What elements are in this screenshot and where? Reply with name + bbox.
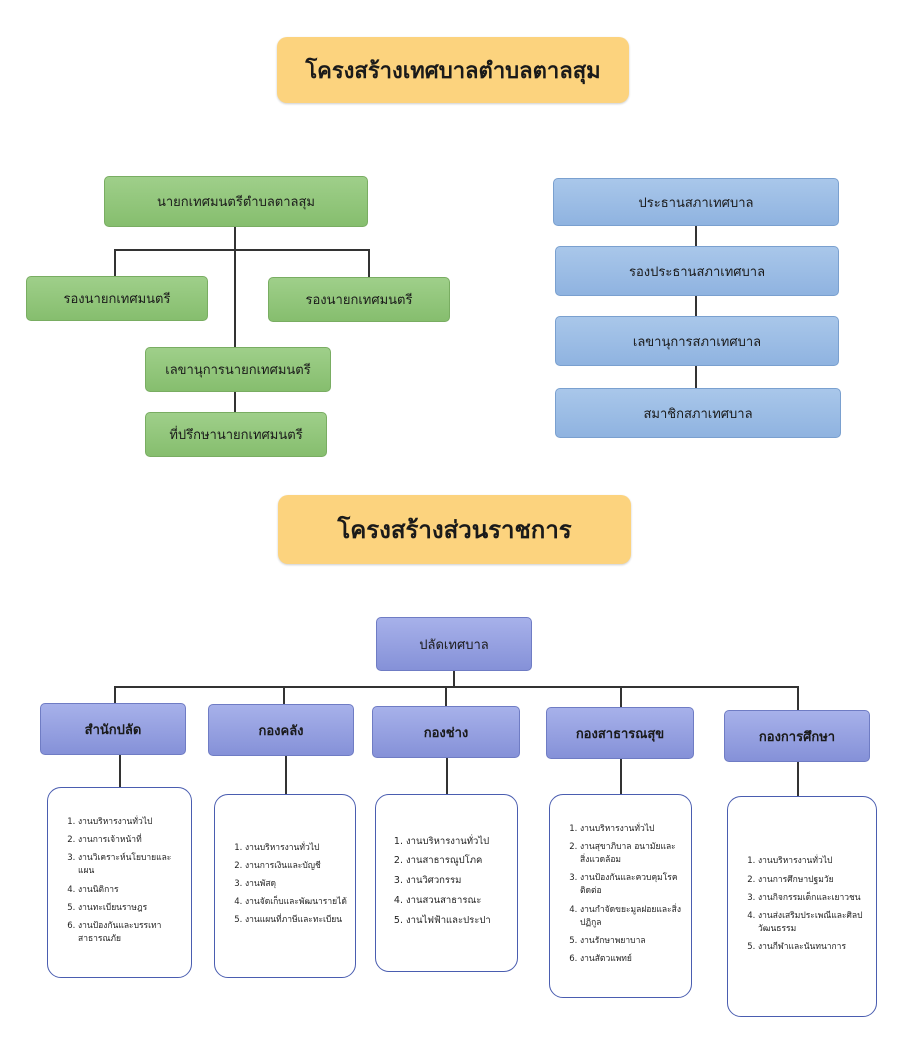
task-item: งานสุขาภิบาล อนามัยและสิ่งแวดล้อม (580, 841, 683, 867)
task-item: งานไฟฟ้าและประปา (406, 914, 491, 929)
task-item: งานรักษาพยาบาล (580, 935, 683, 948)
deputy-mayor-right-box: รองนายกเทศมนตรี (268, 277, 450, 322)
connector-deputy-right (368, 249, 370, 277)
connector-secretary-members (695, 366, 697, 388)
task-item: งานป้องกันและบรรเทาสาธารณภัย (78, 920, 183, 946)
connector-secretary-advisor (234, 392, 236, 412)
task-item: งานบริหารงานทั่วไป (406, 835, 491, 850)
task-item: งานสาธารณูปโภค (406, 854, 491, 869)
task-item: งานกีฬาและนันทนาการ (758, 941, 868, 954)
connector-deputy-left (114, 249, 116, 276)
task-item: งานการเงินและบัญชี (245, 860, 347, 873)
council-members-box: สมาชิกสภาเทศบาล (555, 388, 841, 438)
task-item: งานสวนสาธารณะ (406, 894, 491, 909)
deputy-mayor-left-box: รองนายกเทศมนตรี (26, 276, 208, 321)
task-list-public-health: งานบริหารงานทั่วไปงานสุขาภิบาล อนามัยและ… (549, 794, 692, 998)
task-item: งานบริหารงานทั่วไป (78, 816, 183, 829)
task-item: งานการเจ้าหน้าที่ (78, 834, 183, 847)
connector-mayor-trunk (234, 227, 236, 347)
connector-division-2 (283, 686, 285, 704)
mayor-secretary-box: เลขานุการนายกเทศมนตรี (145, 347, 331, 392)
task-list-finance: งานบริหารงานทั่วไปงานการเงินและบัญชีงานพ… (214, 794, 356, 978)
connector-division-3-list (446, 758, 448, 794)
division-box-engineering: กองช่าง (372, 706, 520, 758)
connector-divisions-bar (114, 686, 799, 688)
task-item: งานกิจกรรมเด็กและเยาวชน (758, 892, 868, 905)
task-item: งานจัดเก็บและพัฒนารายได้ (245, 896, 347, 909)
task-item: งานทะเบียนราษฎร (78, 902, 183, 915)
connector-vice-secretary (695, 296, 697, 316)
division-box-education: กองการศึกษา (724, 710, 870, 762)
connector-division-2-list (285, 756, 287, 794)
task-item: งานนิติการ (78, 884, 183, 897)
connector-division-4-list (620, 759, 622, 794)
division-box-finance: กองคลัง (208, 704, 354, 756)
mayor-advisor-box: ที่ปรึกษานายกเทศมนตรี (145, 412, 327, 457)
municipal-clerk-box: ปลัดเทศบาล (376, 617, 532, 671)
task-item: งานวิศวกรรม (406, 874, 491, 889)
government-structure-title: โครงสร้างส่วนราชการ (278, 495, 631, 564)
task-list-education: งานบริหารงานทั่วไปงานการศึกษาปฐมวัยงานกิ… (727, 796, 877, 1017)
task-list-office-of-clerk: งานบริหารงานทั่วไปงานการเจ้าหน้าที่งานวิ… (47, 787, 192, 978)
mayor-box: นายกเทศมนตรีตำบลตาลสุม (104, 176, 368, 227)
connector-division-1-list (119, 755, 121, 787)
connector-clerk-trunk (453, 671, 455, 687)
division-box-office-of-clerk: สำนักปลัด (40, 703, 186, 755)
task-item: งานวิเคราะห์นโยบายและแผน (78, 852, 183, 878)
municipal-structure-title: โครงสร้างเทศบาลตำบลตาลสุม (277, 37, 629, 103)
connector-chair-vice (695, 226, 697, 246)
task-item: งานบริหารงานทั่วไป (758, 855, 868, 868)
connector-division-4 (620, 686, 622, 707)
council-chairman-box: ประธานสภาเทศบาล (553, 178, 839, 226)
council-vice-chairman-box: รองประธานสภาเทศบาล (555, 246, 839, 296)
council-secretary-box: เลขานุการสภาเทศบาล (555, 316, 839, 366)
task-item: งานป้องกันและควบคุมโรคติดต่อ (580, 872, 683, 898)
connector-deputies-bar (114, 249, 370, 251)
task-item: งานส่งเสริมประเพณีและศิลปวัฒนธรรม (758, 910, 868, 936)
task-item: งานสัตวแพทย์ (580, 953, 683, 966)
connector-division-5-list (797, 762, 799, 796)
task-item: งานแผนที่ภาษีและทะเบียน (245, 914, 347, 927)
task-item: งานบริหารงานทั่วไป (245, 842, 347, 855)
task-item: งานพัสดุ (245, 878, 347, 891)
connector-division-3 (445, 686, 447, 706)
task-list-engineering: งานบริหารงานทั่วไปงานสาธารณูปโภคงานวิศวก… (375, 794, 518, 972)
connector-division-5 (797, 686, 799, 710)
task-item: งานกำจัดขยะมูลฝอยและสิ่งปฏิกูล (580, 904, 683, 930)
connector-division-1 (114, 686, 116, 703)
task-item: งานการศึกษาปฐมวัย (758, 874, 868, 887)
task-item: งานบริหารงานทั่วไป (580, 823, 683, 836)
division-box-public-health: กองสาธารณสุข (546, 707, 694, 759)
